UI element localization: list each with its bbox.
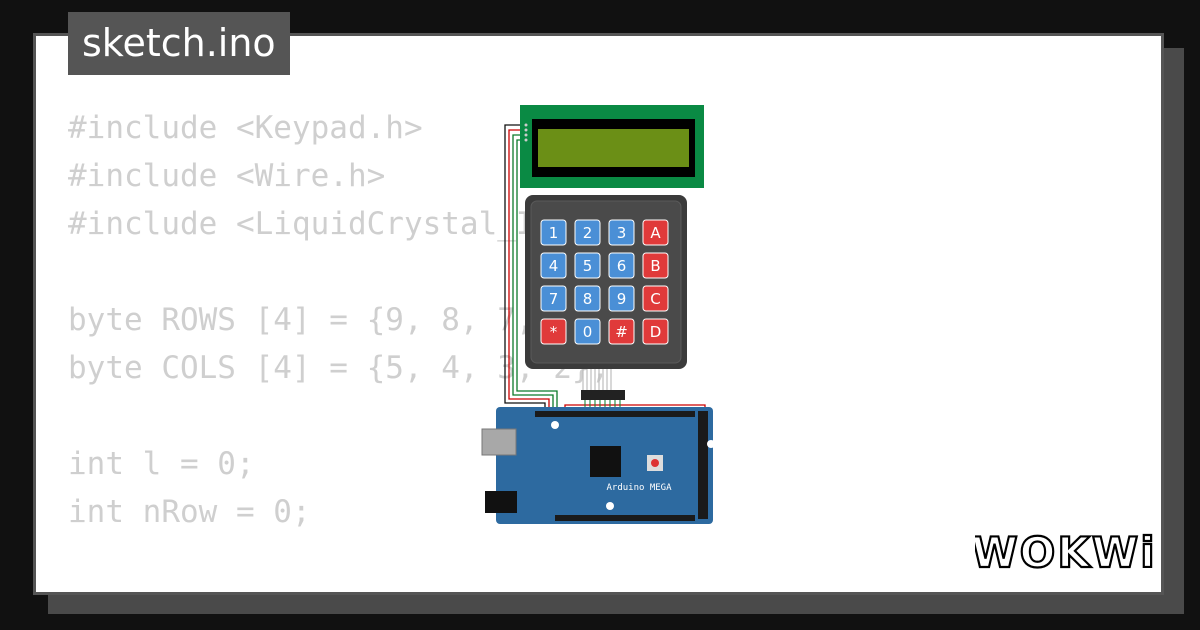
- lcd-pin: [524, 128, 528, 132]
- keypad-key-1[interactable]: 1: [540, 219, 567, 246]
- code-line: [68, 536, 628, 584]
- keypad-key-label: #: [615, 323, 628, 341]
- keypad-key-label: A: [650, 224, 661, 242]
- lcd-pin: [524, 123, 528, 127]
- keypad-key-6[interactable]: 6: [608, 252, 635, 279]
- code-line: int l = 0;: [68, 446, 255, 482]
- keypad-key-face: [608, 285, 635, 312]
- keypad-key-9[interactable]: 9: [608, 285, 635, 312]
- keypad-key-label: 3: [617, 224, 627, 242]
- code-line: #include <Keypad.h>: [68, 110, 423, 146]
- keypad-key-label: 0: [583, 323, 593, 341]
- keypad-key-face: [608, 318, 635, 345]
- arduino-mega-board[interactable]: Arduino MEGA: [481, 407, 715, 524]
- keypad-key-3[interactable]: 3: [608, 219, 635, 246]
- reset-button-cap: [651, 459, 659, 467]
- keypad-key-label: 6: [617, 257, 627, 275]
- lcd-module[interactable]: [520, 105, 704, 188]
- keypad-key-C[interactable]: C: [642, 285, 669, 312]
- header-bottom: [555, 515, 695, 521]
- keypad-key-label: *: [550, 323, 558, 341]
- file-name-tab[interactable]: sketch.ino: [68, 12, 290, 75]
- keypad-key-label: 1: [549, 224, 559, 242]
- lcd-pin: [524, 133, 528, 137]
- keypad-key-label: 7: [549, 290, 559, 308]
- keypad-keys: 1 2 3 A 4 5 6 B 7 8 9 C * 0 # D: [540, 219, 669, 345]
- keypad-key-face: [642, 252, 669, 279]
- code-line: int nRow = 0;: [68, 494, 311, 530]
- mount-hole: [707, 440, 715, 448]
- keypad-key-B[interactable]: B: [642, 252, 669, 279]
- keypad-key-face: [574, 219, 601, 246]
- keypad-key-D[interactable]: D: [642, 318, 669, 345]
- keypad-key-#[interactable]: #: [608, 318, 635, 345]
- keypad-key-2[interactable]: 2: [574, 219, 601, 246]
- power-jack: [485, 491, 517, 513]
- keypad-key-face: [574, 252, 601, 279]
- keypad-key-face: [608, 252, 635, 279]
- header-top: [535, 411, 695, 417]
- keypad-key-*[interactable]: *: [540, 318, 567, 345]
- keypad-key-face: [540, 219, 567, 246]
- keypad-key-A[interactable]: A: [642, 219, 669, 246]
- keypad-ribbon: [582, 369, 612, 390]
- keypad-key-4[interactable]: 4: [540, 252, 567, 279]
- usb-port: [481, 428, 517, 456]
- mount-hole: [606, 502, 614, 510]
- keypad-key-label: 4: [549, 257, 559, 275]
- code-line: char keys [4][4] = {: [68, 584, 628, 592]
- keypad-key-face: [540, 285, 567, 312]
- code-line: #include <Wire.h>: [68, 158, 386, 194]
- keypad-key-0[interactable]: 0: [574, 318, 601, 345]
- keypad-key-face: [540, 252, 567, 279]
- keypad-key-face: [574, 318, 601, 345]
- keypad-key-face: [540, 318, 567, 345]
- keypad-key-label: 8: [583, 290, 593, 308]
- keypad-key-label: C: [650, 290, 660, 308]
- keypad-connector: [581, 390, 625, 400]
- keypad-key-face: [642, 285, 669, 312]
- wokwi-logo: WOKWi: [975, 527, 1153, 577]
- keypad-key-label: 9: [617, 290, 627, 308]
- keypad-key-face: [574, 285, 601, 312]
- mount-hole: [551, 421, 559, 429]
- header-right: [698, 411, 708, 519]
- keypad-key-label: D: [650, 323, 662, 341]
- keypad-key-7[interactable]: 7: [540, 285, 567, 312]
- keypad-key-5[interactable]: 5: [574, 252, 601, 279]
- circuit-diagram: 1 2 3 A 4 5 6 B 7 8 9 C * 0 # D Arduino MEGA: [481, 105, 715, 524]
- keypad-key-label: 2: [583, 224, 593, 242]
- keypad[interactable]: 1 2 3 A 4 5 6 B 7 8 9 C * 0 # D: [525, 195, 687, 415]
- keypad-key-label: 5: [583, 257, 593, 275]
- keypad-key-8[interactable]: 8: [574, 285, 601, 312]
- keypad-key-face: [642, 318, 669, 345]
- mcu-chip: [590, 446, 621, 477]
- keypad-key-face: [608, 219, 635, 246]
- lcd-pin: [524, 138, 528, 142]
- keypad-key-label: B: [650, 257, 660, 275]
- wokwi-logo-text: WOKWi: [975, 528, 1153, 577]
- lcd-screen: [538, 129, 689, 167]
- board-label: Arduino MEGA: [606, 483, 672, 493]
- keypad-key-face: [642, 219, 669, 246]
